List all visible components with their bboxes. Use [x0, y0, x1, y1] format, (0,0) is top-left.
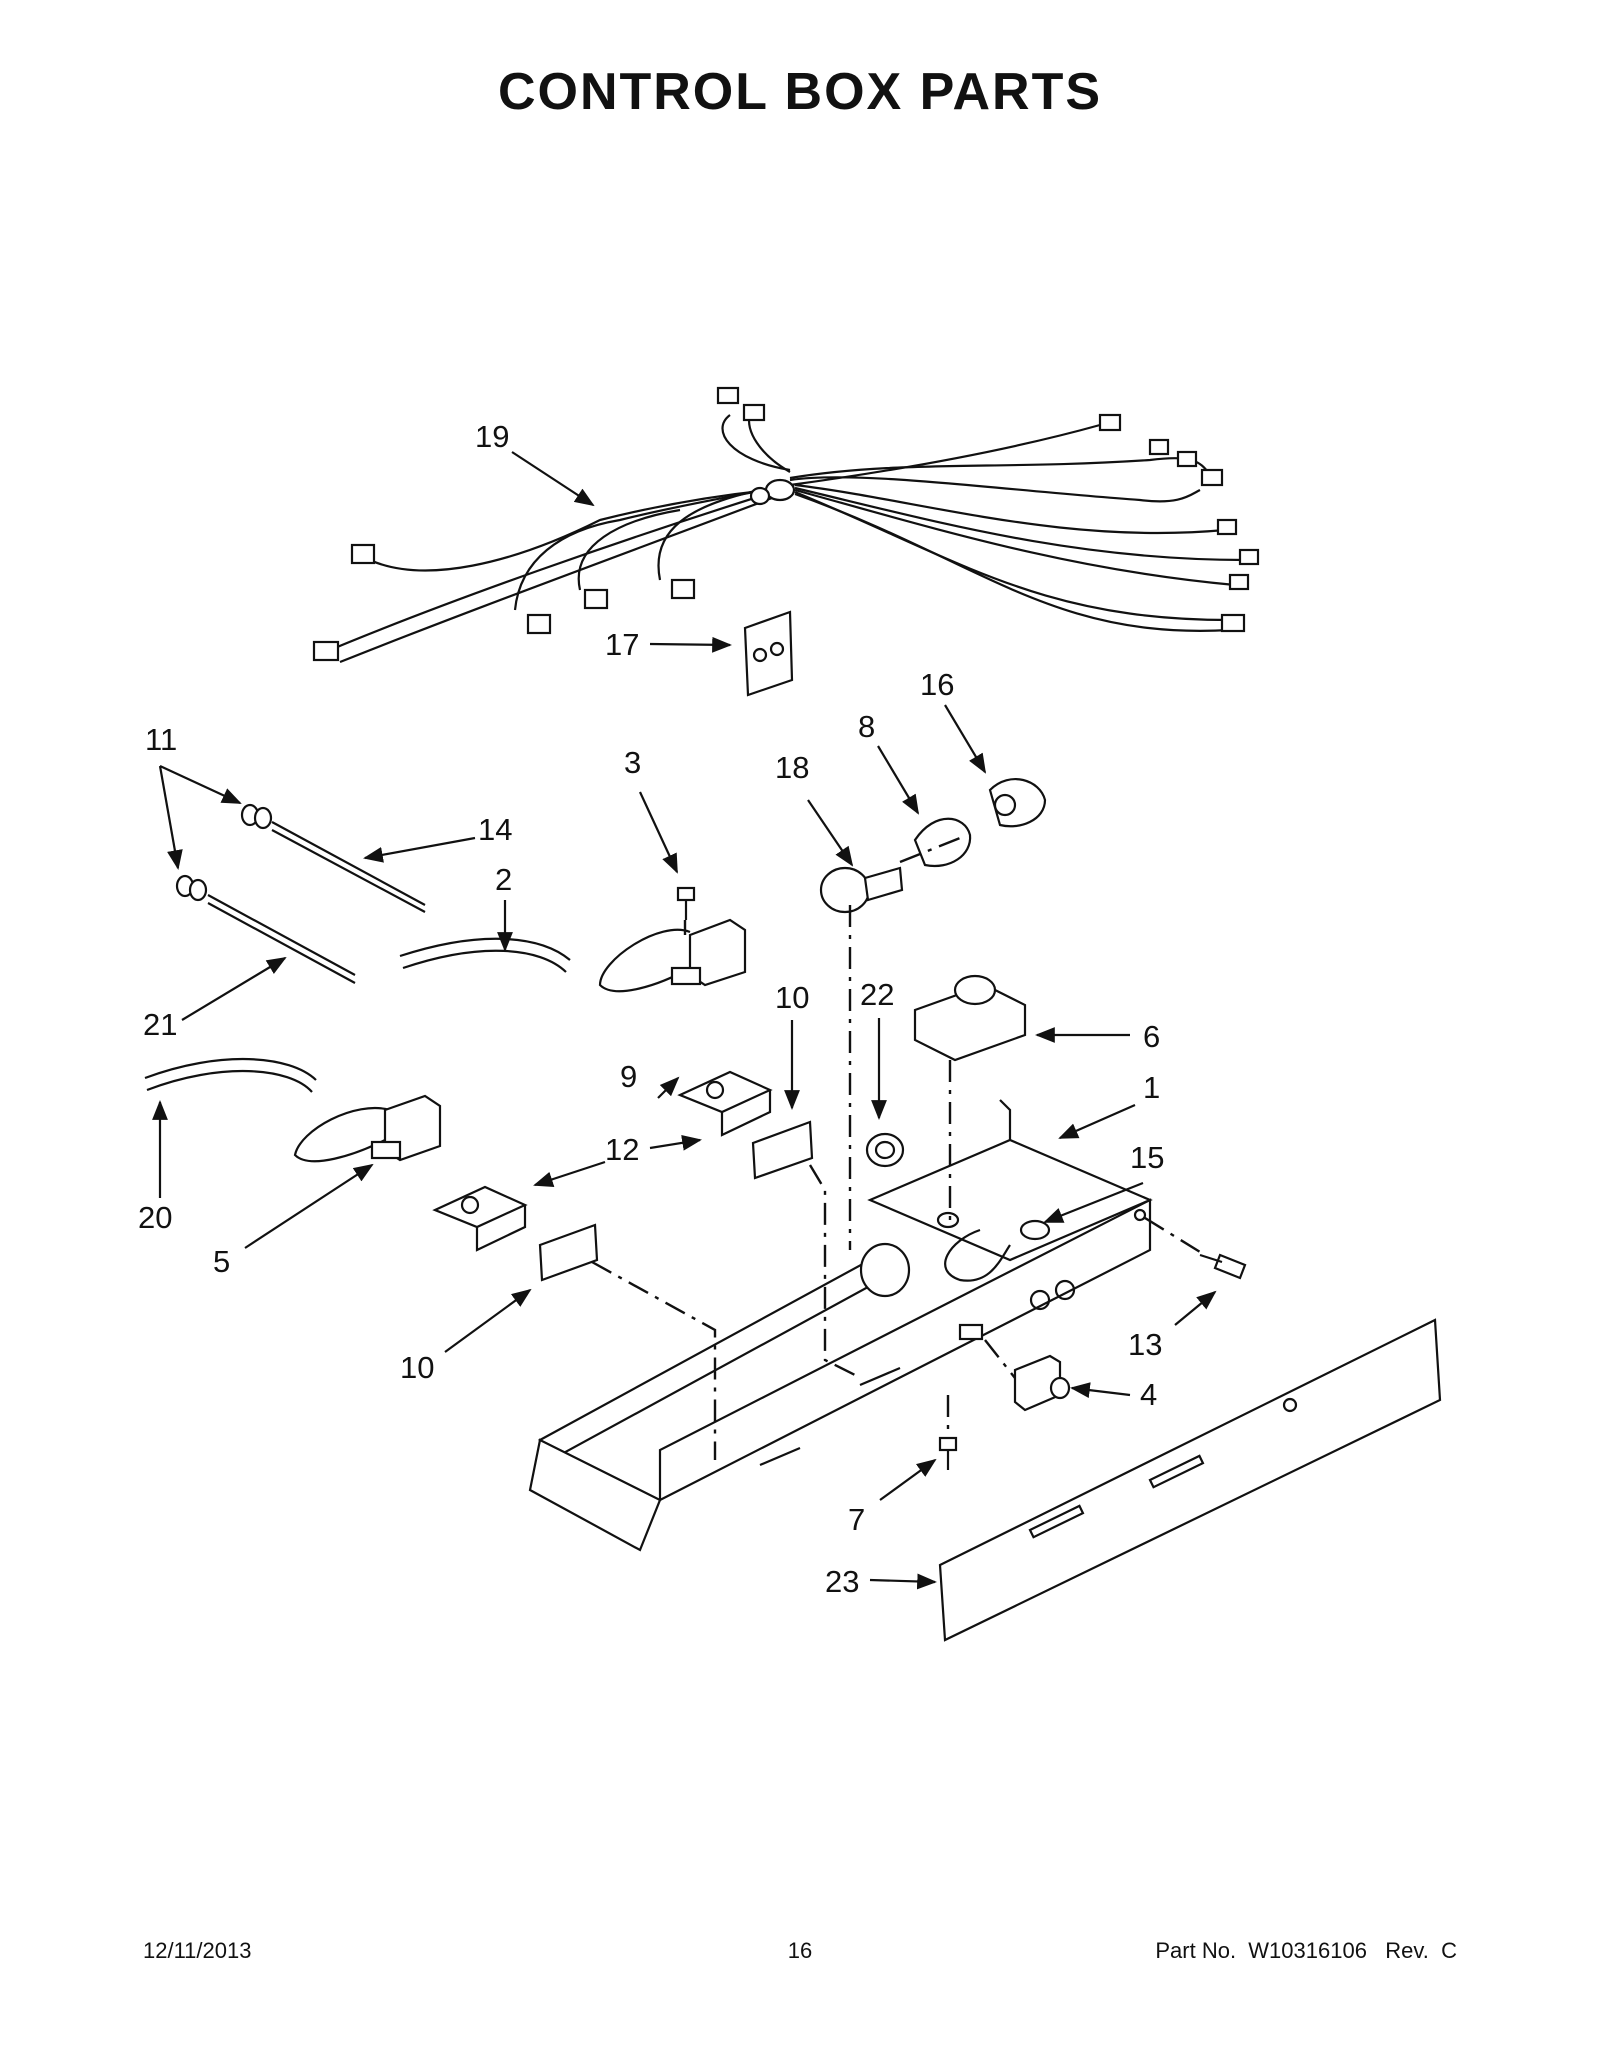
callout-16: 16: [920, 667, 954, 702]
footer-page-number: 16: [787, 1938, 813, 1963]
lamp-socket-part: [913, 778, 1047, 868]
front-panel-part: [938, 1318, 1442, 1642]
callout-22: 22: [860, 977, 894, 1012]
leader-arrows: [152, 451, 1217, 1590]
caps-and-rods-part: [175, 803, 426, 984]
callout-2: 2: [495, 862, 512, 897]
callout-17: 17: [605, 627, 639, 662]
callout-11: 11: [145, 722, 177, 757]
insulation-plate-part: [743, 610, 794, 697]
tubing-part: [144, 937, 571, 1093]
callout-13: 13: [1128, 1327, 1162, 1362]
callout-12: 12: [605, 1132, 639, 1167]
page-title: CONTROL BOX PARTS: [497, 63, 1103, 121]
toggle-switch-part: [1013, 1354, 1071, 1412]
footer-date: 12/11/2013: [143, 1938, 252, 1963]
callout-labels: 19 17 16 8 18 11 3 14 2 21 22 10 6 9 1 2…: [138, 419, 1164, 1599]
callout-3: 3: [624, 745, 641, 780]
callout-20: 20: [138, 1200, 172, 1235]
callout-10-upper: 10: [775, 980, 809, 1015]
thermistor-part: [936, 1211, 1051, 1282]
callout-15: 15: [1130, 1140, 1164, 1175]
wire-harness-part: [312, 386, 1260, 664]
assembly-lines: [591, 836, 1206, 1460]
control-housing-part: [528, 1099, 1153, 1552]
light-bulb-part: [819, 866, 904, 914]
grommet-part: [865, 1132, 905, 1168]
callout-23: 23: [825, 1564, 859, 1599]
callout-4: 4: [1140, 1377, 1157, 1412]
callout-19: 19: [475, 419, 509, 454]
label-part: [538, 1120, 814, 1282]
callout-9: 9: [620, 1059, 637, 1094]
callout-1: 1: [1143, 1070, 1160, 1105]
callout-5: 5: [213, 1244, 230, 1279]
callout-18: 18: [775, 750, 809, 785]
callout-6: 6: [1143, 1019, 1160, 1054]
callout-14: 14: [478, 812, 512, 847]
screw-part: [676, 886, 1247, 1470]
callout-8: 8: [858, 709, 875, 744]
callout-21: 21: [143, 1007, 177, 1042]
bracket-part: [432, 1070, 773, 1252]
temperature-control-part: [913, 974, 1027, 1062]
footer-part-number: Part No. W10316106 Rev. C: [1155, 1938, 1457, 1963]
callout-7: 7: [848, 1502, 865, 1537]
callout-10-lower: 10: [400, 1350, 434, 1385]
switch-part: [293, 918, 747, 1163]
